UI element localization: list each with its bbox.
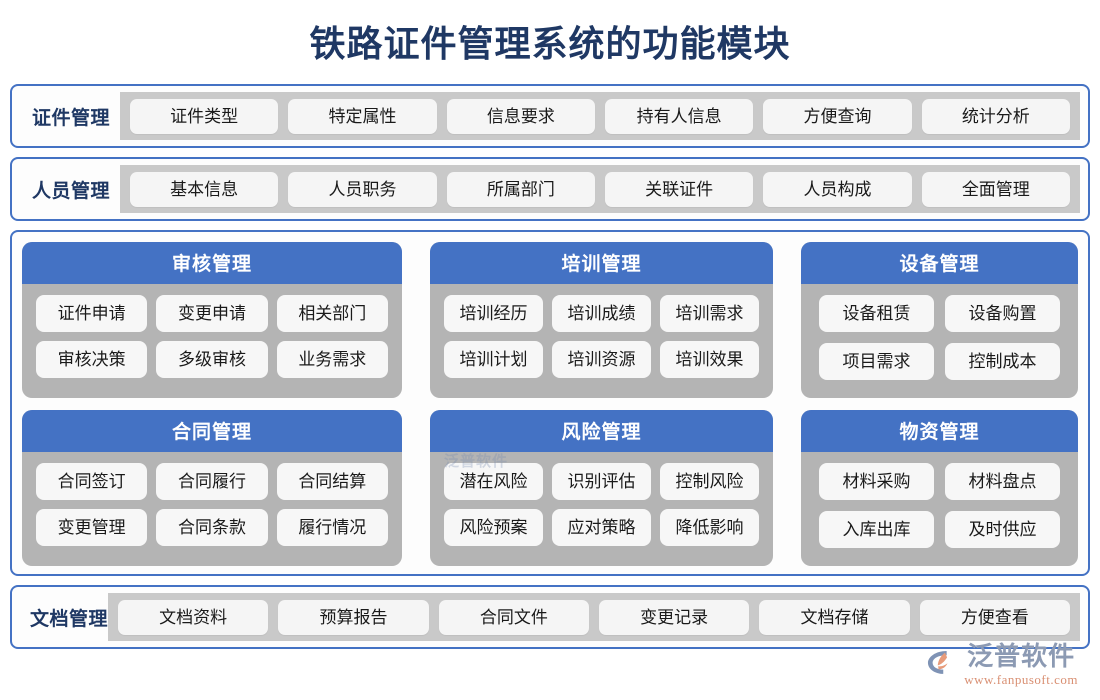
module-feature-item[interactable]: 降低影响: [659, 509, 759, 546]
band-item[interactable]: 特定属性: [288, 98, 437, 134]
module-panel-grid: 审核管理证件申请变更申请相关部门审核决策多级审核业务需求培训管理培训经历培训成绩…: [22, 242, 1078, 566]
module-panel: 合同管理合同签订合同履行合同结算变更管理合同条款履行情况: [22, 410, 402, 566]
module-feature-item[interactable]: 合同条款: [156, 509, 268, 546]
module-feature-item[interactable]: 设备购置: [945, 295, 1060, 332]
module-feature-item[interactable]: 变更申请: [156, 295, 268, 332]
module-feature-item[interactable]: 合同履行: [156, 463, 268, 500]
band-item[interactable]: 方便查询: [763, 98, 912, 134]
module-feature-item[interactable]: 合同签订: [36, 463, 148, 500]
module-feature-item[interactable]: 业务需求: [276, 341, 388, 378]
brand-name: 泛普软件: [967, 641, 1076, 671]
band-item[interactable]: 基本信息: [130, 171, 279, 207]
top-band-label: 证件管理: [32, 107, 111, 129]
module-feature-item[interactable]: 控制风险: [659, 463, 759, 500]
module-feature-item[interactable]: 培训计划: [444, 341, 543, 378]
module-panel-title: 物资管理: [801, 410, 1078, 452]
module-feature-item[interactable]: 审核决策: [36, 341, 148, 378]
band-item[interactable]: 人员职务: [288, 171, 437, 207]
module-feature-item[interactable]: 项目需求: [819, 343, 934, 380]
top-band: 证件管理证件类型特定属性信息要求持有人信息方便查询统计分析: [10, 84, 1090, 148]
bottom-band-group: 文档管理文档资料预算报告合同文件变更记录文档存储方便查看: [10, 585, 1090, 649]
module-panel-body: 证件申请变更申请相关部门审核决策多级审核业务需求: [22, 284, 402, 380]
module-panel-title: 风险管理: [430, 410, 773, 452]
module-panel-body: 培训经历培训成绩培训需求培训计划培训资源培训效果: [430, 284, 773, 380]
fanpu-swoosh-logo-icon: [922, 645, 956, 679]
band-item[interactable]: 文档存储: [759, 599, 910, 635]
module-feature-item[interactable]: 材料采购: [819, 463, 934, 500]
module-feature-item[interactable]: 培训资源: [551, 341, 651, 378]
band-item[interactable]: 统计分析: [921, 98, 1070, 134]
band-item[interactable]: 关联证件: [605, 171, 754, 207]
brand-text-block: 泛普软件 www.fanpusoft.com: [964, 643, 1078, 688]
document-band-label: 文档管理: [30, 608, 109, 630]
module-panel-body: 合同签订合同履行合同结算变更管理合同条款履行情况: [22, 452, 402, 548]
module-panel-title: 审核管理: [22, 242, 402, 284]
module-panel-body: 材料采购材料盘点入库出库及时供应: [801, 452, 1078, 550]
document-band: 文档管理文档资料预算报告合同文件变更记录文档存储方便查看: [10, 585, 1090, 649]
module-panel: 设备管理设备租赁设备购置项目需求控制成本: [801, 242, 1078, 398]
module-feature-item[interactable]: 变更管理: [36, 509, 148, 546]
band-item[interactable]: 方便查看: [919, 599, 1070, 635]
document-band-strip: 文档资料预算报告合同文件变更记录文档存储方便查看: [108, 593, 1080, 641]
module-feature-item[interactable]: 履行情况: [276, 509, 388, 546]
module-feature-item[interactable]: 应对策略: [551, 509, 651, 546]
module-feature-item[interactable]: 材料盘点: [945, 463, 1060, 500]
page-title: 铁路证件管理系统的功能模块: [309, 23, 791, 64]
module-panel-body: 潜在风险识别评估控制风险风险预案应对策略降低影响: [430, 452, 773, 548]
module-panel-title: 培训管理: [430, 242, 773, 284]
module-panel: 审核管理证件申请变更申请相关部门审核决策多级审核业务需求: [22, 242, 402, 398]
band-item[interactable]: 持有人信息: [605, 98, 754, 134]
top-band-label: 人员管理: [32, 180, 111, 202]
top-band: 人员管理基本信息人员职务所属部门关联证件人员构成全面管理: [10, 157, 1090, 221]
top-bands-group: 证件管理证件类型特定属性信息要求持有人信息方便查询统计分析人员管理基本信息人员职…: [10, 84, 1090, 221]
module-panel-title: 设备管理: [801, 242, 1078, 284]
band-item[interactable]: 合同文件: [438, 599, 589, 635]
band-item[interactable]: 所属部门: [446, 171, 595, 207]
brand-url: www.fanpusoft.com: [964, 672, 1078, 687]
module-feature-item[interactable]: 风险预案: [444, 509, 543, 546]
module-panel-body: 设备租赁设备购置项目需求控制成本: [801, 284, 1078, 382]
module-feature-item[interactable]: 识别评估: [551, 463, 651, 500]
brand-footer: 泛普软件 www.fanpusoft.com: [922, 643, 1078, 688]
module-feature-item[interactable]: 多级审核: [156, 341, 268, 378]
band-item[interactable]: 信息要求: [446, 98, 595, 134]
module-feature-item[interactable]: 潜在风险: [444, 463, 543, 500]
module-feature-item[interactable]: 设备租赁: [819, 295, 934, 332]
top-band-strip: 基本信息人员职务所属部门关联证件人员构成全面管理: [120, 165, 1080, 213]
band-item[interactable]: 变更记录: [599, 599, 750, 635]
top-band-strip: 证件类型特定属性信息要求持有人信息方便查询统计分析: [120, 92, 1080, 140]
module-panel-title: 合同管理: [22, 410, 402, 452]
module-feature-item[interactable]: 入库出库: [819, 511, 934, 548]
module-feature-item[interactable]: 相关部门: [276, 295, 388, 332]
band-item[interactable]: 证件类型: [130, 98, 279, 134]
band-item[interactable]: 人员构成: [763, 171, 912, 207]
core-modules-container: 审核管理证件申请变更申请相关部门审核决策多级审核业务需求培训管理培训经历培训成绩…: [10, 230, 1090, 576]
band-item[interactable]: 预算报告: [278, 599, 429, 635]
module-panel: 培训管理培训经历培训成绩培训需求培训计划培训资源培训效果: [430, 242, 773, 398]
module-panel: 物资管理材料采购材料盘点入库出库及时供应: [801, 410, 1078, 566]
module-feature-item[interactable]: 控制成本: [945, 343, 1060, 380]
module-panel: 风险管理潜在风险识别评估控制风险风险预案应对策略降低影响: [430, 410, 773, 566]
module-feature-item[interactable]: 培训需求: [659, 295, 759, 332]
module-feature-item[interactable]: 培训经历: [444, 295, 543, 332]
module-feature-item[interactable]: 培训成绩: [551, 295, 651, 332]
band-item[interactable]: 全面管理: [921, 171, 1070, 207]
module-feature-item[interactable]: 合同结算: [276, 463, 388, 500]
module-feature-item[interactable]: 培训效果: [659, 341, 759, 378]
band-item[interactable]: 文档资料: [118, 599, 269, 635]
module-feature-item[interactable]: 及时供应: [945, 511, 1060, 548]
module-feature-item[interactable]: 证件申请: [36, 295, 148, 332]
